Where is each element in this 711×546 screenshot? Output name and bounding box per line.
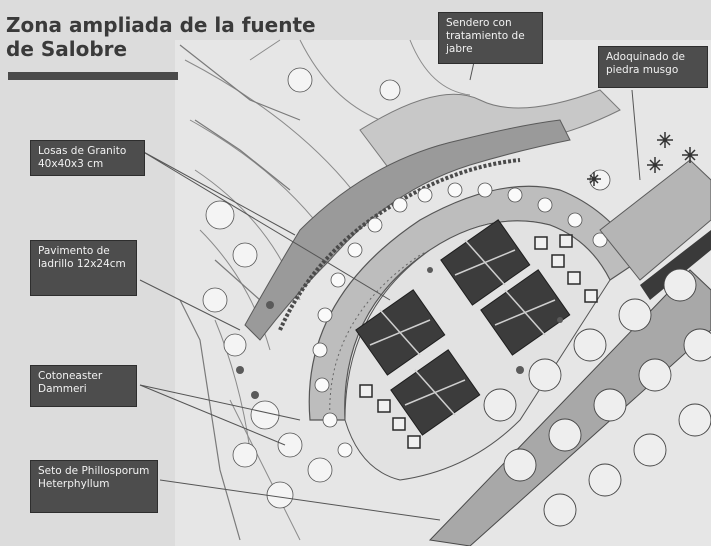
adoquinado-strip xyxy=(599,159,711,281)
road-strip xyxy=(640,230,711,300)
boundary-lines xyxy=(179,44,301,541)
dark-dots xyxy=(236,267,563,399)
label-adoquinado: Adoquinado de piedra musgo xyxy=(598,46,708,88)
label-pavimento: Pavimento de ladrillo 12x24cm xyxy=(30,240,137,296)
contour-lines xyxy=(184,39,471,541)
planter-dividers xyxy=(369,239,556,416)
label-sendero: Sendero con tratamiento de jabre xyxy=(438,12,543,64)
band-trees xyxy=(483,268,711,527)
title-underline xyxy=(8,72,178,80)
small-planters xyxy=(359,234,598,449)
label-losas: Losas de Granito 40x40x3 cm xyxy=(30,140,145,176)
diagram-title: Zona ampliada de la fuente de Salobre xyxy=(6,13,316,61)
leader-lines xyxy=(139,34,641,521)
shrub-stars xyxy=(587,132,698,186)
sendero-jabre xyxy=(244,119,571,341)
label-cotoneaster: Cotoneaster Dammeri xyxy=(30,365,137,407)
label-seto: Seto de Phillosporum Heterphyllum xyxy=(30,460,158,513)
lawn-trees xyxy=(202,67,611,509)
hedge-line xyxy=(278,158,521,331)
ring-trees xyxy=(312,182,608,458)
